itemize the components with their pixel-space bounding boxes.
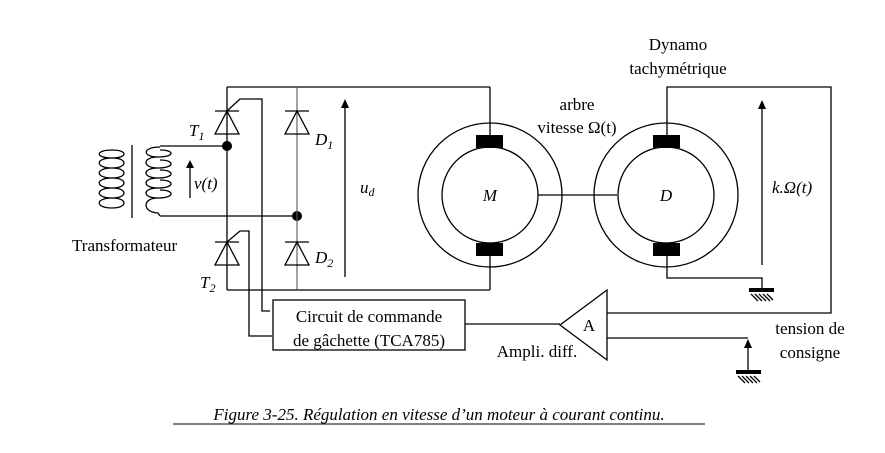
gate-circuit-label-line2: de gâchette (TCA785) xyxy=(293,331,445,350)
shaft-label-line2: vitesse Ω(t) xyxy=(537,118,616,137)
dynamo-brush-bottom xyxy=(653,243,680,256)
transformer-label: Transformateur xyxy=(72,236,177,255)
rectified-voltage-label: ud xyxy=(360,178,376,199)
wire-dynamo-feedback xyxy=(607,86,832,314)
motor-label: M xyxy=(482,186,498,205)
dynamo-title-line2: tachymétrique xyxy=(629,59,726,78)
arrowhead-icon xyxy=(341,99,349,108)
diode-d2 xyxy=(283,240,311,266)
dynamo-brush-top xyxy=(653,135,680,148)
voltage-vt-label: v(t) xyxy=(194,174,218,193)
setpoint-label-line1: tension de xyxy=(775,319,844,338)
gate-circuit-label-line1: Circuit de commande xyxy=(296,307,442,326)
thyristor-t1-label: T1 xyxy=(189,121,204,143)
amplifier-label: A xyxy=(583,316,596,335)
ground-icon xyxy=(749,288,774,302)
dynamo-voltage-label: k.Ω(t) xyxy=(772,178,812,197)
amplifier-symbol xyxy=(558,288,608,362)
secondary-winding xyxy=(145,146,172,217)
gate-control-circuit-box xyxy=(272,299,466,351)
dynamo-label: D xyxy=(659,186,673,205)
amplifier-caption: Ampli. diff. xyxy=(497,342,577,361)
arrowhead-icon xyxy=(186,160,194,168)
thyristor-t2-label: T2 xyxy=(200,273,215,295)
figure-caption: Figure 3-25. Régulation en vitesse d’un … xyxy=(212,405,664,424)
shaft-label-line1: arbre xyxy=(560,95,595,114)
primary-winding xyxy=(98,149,125,209)
thyristor-t2 xyxy=(213,230,272,337)
transformer-symbol xyxy=(98,145,172,218)
arrowhead-icon xyxy=(758,100,766,109)
diode-d1-label: D1 xyxy=(314,130,333,152)
motor-brush-bottom xyxy=(476,243,503,256)
dynamo-title-line1: Dynamo xyxy=(649,35,708,54)
diode-d2-label: D2 xyxy=(314,248,333,270)
wire-dynamo-ground xyxy=(666,256,763,289)
motor-brush-top xyxy=(476,135,503,148)
thyristor-t1 xyxy=(213,98,270,312)
dynamo-symbol xyxy=(593,122,739,268)
setpoint-label-line2: consigne xyxy=(780,343,840,362)
diode-d1 xyxy=(283,109,311,135)
arrowhead-icon xyxy=(744,339,752,348)
ground-icon xyxy=(736,370,761,384)
